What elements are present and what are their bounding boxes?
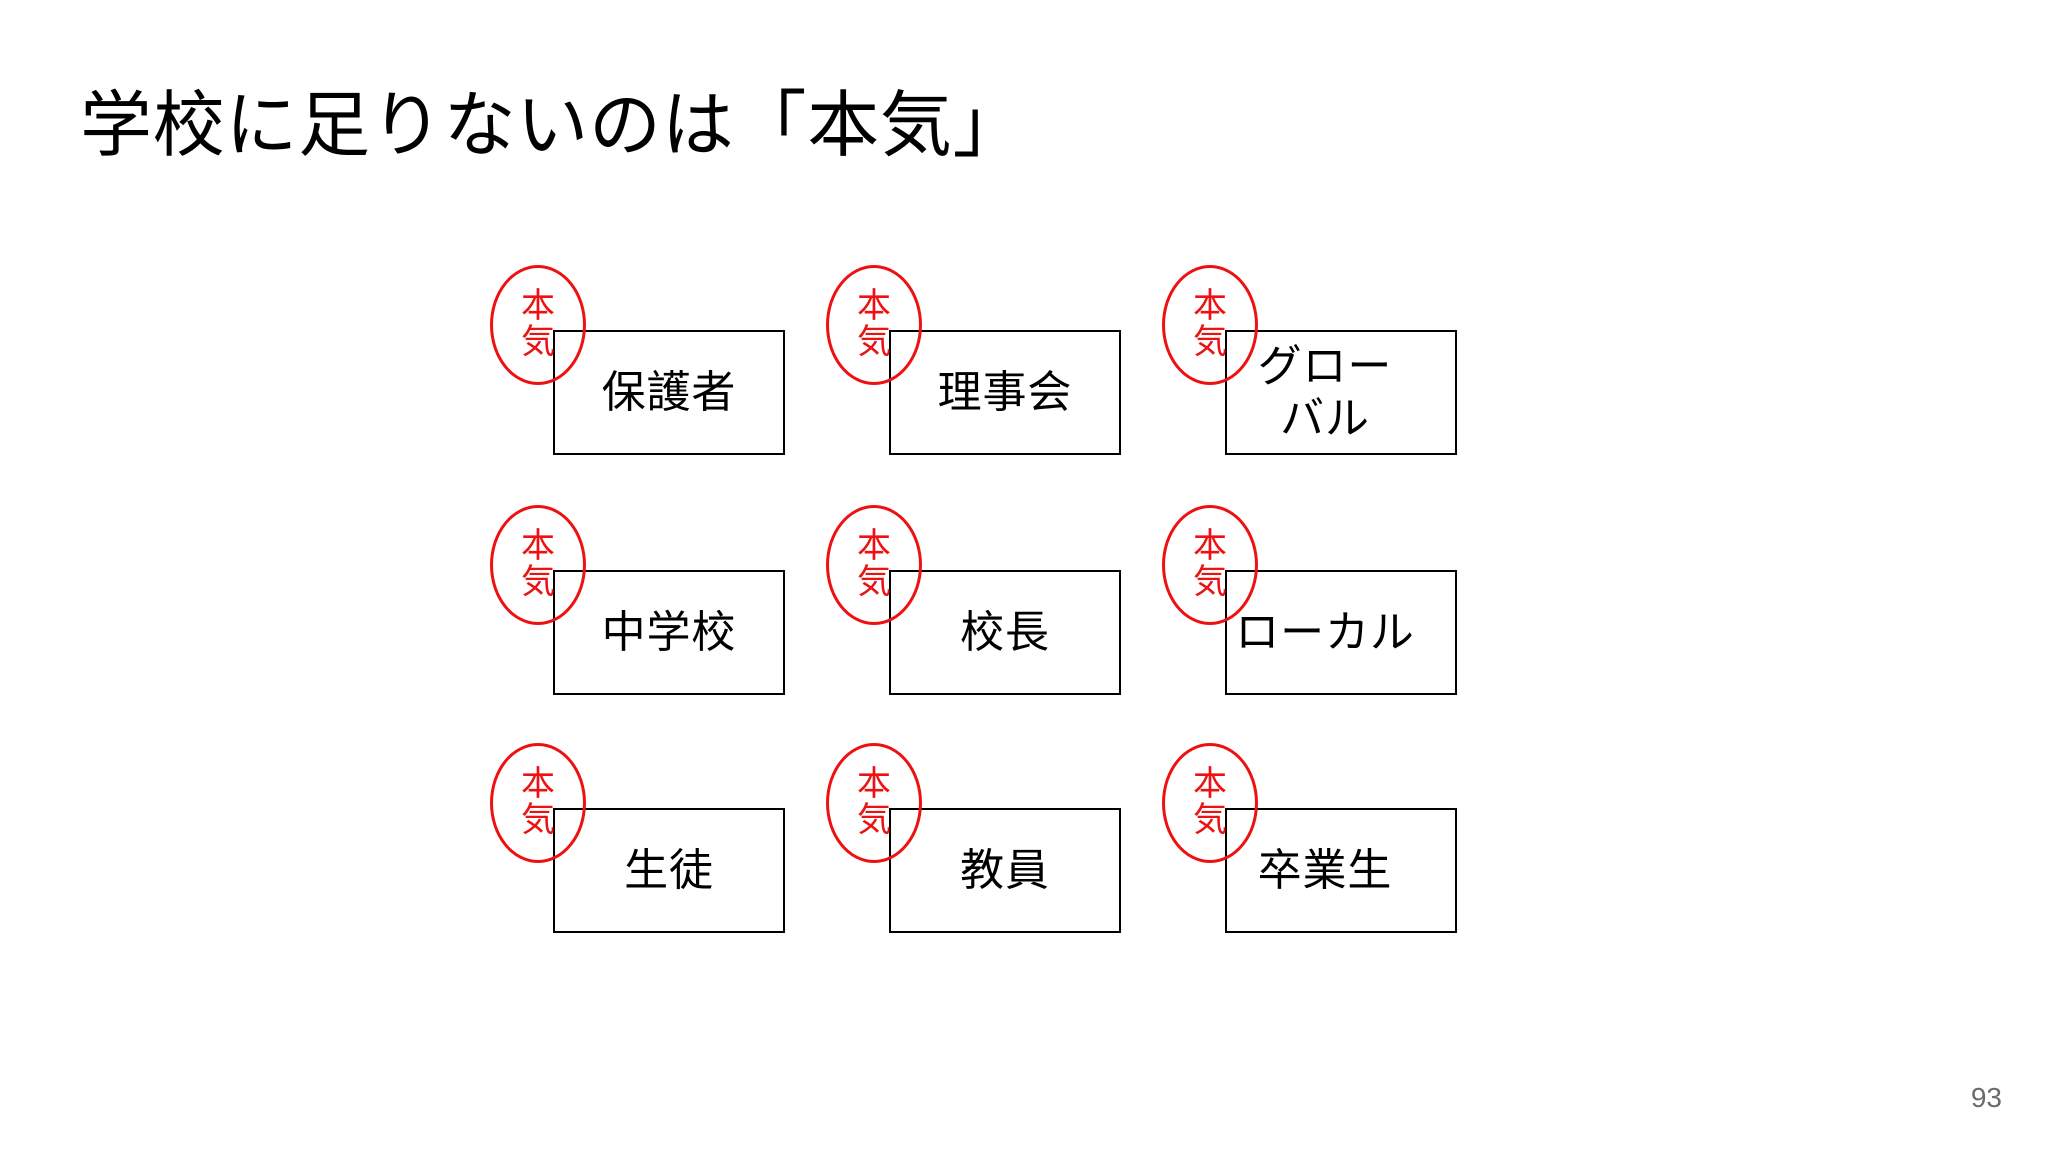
stamp-char-bottom: 気 — [857, 801, 891, 839]
stamp-char-top: 本 — [1193, 527, 1227, 566]
page-number: 93 — [1970, 1082, 2002, 1113]
stakeholder-box[interactable]: 中学校 — [553, 570, 785, 695]
stamp-char-top: 本 — [857, 765, 891, 804]
stakeholder-label: グローバル — [1257, 341, 1393, 443]
honki-stamp-icon: 本 気 — [1162, 743, 1258, 863]
honki-stamp-icon: 本 気 — [490, 743, 586, 863]
stamp-oval-shape — [826, 265, 922, 385]
stamp-char-top: 本 — [1193, 287, 1227, 326]
stamp-oval-shape — [826, 505, 922, 625]
stakeholder-label: 理事会 — [937, 367, 1073, 417]
grid-cell[interactable]: 中学校 本 気 — [490, 505, 785, 695]
page-title: 学校に足りないのは「本気」 — [80, 86, 1026, 166]
stamp-oval-shape — [826, 743, 922, 863]
stamp-text: 本 気 — [1162, 743, 1258, 863]
grid-cell[interactable]: 校長 本 気 — [826, 505, 1121, 695]
grid-cell[interactable]: 卒業生 本 気 — [1162, 743, 1457, 933]
stamp-oval-shape — [490, 743, 586, 863]
stamp-char-bottom: 気 — [1193, 323, 1227, 361]
stamp-text: 本 気 — [1162, 265, 1258, 385]
stamp-oval-shape — [1162, 743, 1258, 863]
stamp-char-bottom: 気 — [857, 563, 891, 601]
grid-cell[interactable]: 教員 本 気 — [826, 743, 1121, 933]
grid-cell[interactable]: グローバル 本 気 — [1162, 265, 1457, 455]
stakeholder-box[interactable]: 保護者 — [553, 330, 785, 455]
stamp-text: 本 気 — [1162, 505, 1258, 625]
stamp-char-top: 本 — [521, 527, 555, 566]
stakeholder-box[interactable]: 生徒 — [553, 808, 785, 933]
grid-cell[interactable]: 理事会 本 気 — [826, 265, 1121, 455]
stamp-text: 本 気 — [490, 743, 586, 863]
stakeholder-grid: 保護者 本 気 理事会 本 気 — [490, 265, 1473, 970]
stamp-text: 本 気 — [826, 743, 922, 863]
stakeholder-box[interactable]: 教員 — [889, 808, 1121, 933]
honki-stamp-icon: 本 気 — [1162, 265, 1258, 385]
honki-stamp-icon: 本 気 — [826, 265, 922, 385]
stamp-char-bottom: 気 — [521, 323, 555, 361]
stamp-char-bottom: 気 — [857, 323, 891, 361]
stamp-char-bottom: 気 — [1193, 801, 1227, 839]
stamp-char-bottom: 気 — [1193, 563, 1227, 601]
stakeholder-label: 教員 — [960, 845, 1050, 895]
stamp-char-top: 本 — [857, 527, 891, 566]
grid-cell[interactable]: ローカル 本 気 — [1162, 505, 1457, 695]
stamp-oval-shape — [490, 265, 586, 385]
stamp-char-top: 本 — [857, 287, 891, 326]
stakeholder-label: ローカル — [1235, 607, 1415, 657]
stamp-text: 本 気 — [826, 505, 922, 625]
stakeholder-box[interactable]: 理事会 — [889, 330, 1121, 455]
stakeholder-label: 校長 — [960, 607, 1050, 657]
honki-stamp-icon: 本 気 — [1162, 505, 1258, 625]
stamp-char-top: 本 — [1193, 765, 1227, 804]
honki-stamp-icon: 本 気 — [490, 505, 586, 625]
stakeholder-label: 生徒 — [624, 845, 714, 895]
stakeholder-label: 中学校 — [601, 607, 737, 657]
stakeholder-label: 保護者 — [601, 367, 737, 417]
stakeholder-box[interactable]: ローカル — [1225, 570, 1457, 695]
stamp-oval-shape — [1162, 505, 1258, 625]
stakeholder-label: 卒業生 — [1257, 845, 1393, 895]
grid-cell[interactable]: 生徒 本 気 — [490, 743, 785, 933]
honki-stamp-icon: 本 気 — [826, 505, 922, 625]
stamp-char-top: 本 — [521, 765, 555, 804]
stamp-oval-shape — [490, 505, 586, 625]
honki-stamp-icon: 本 気 — [826, 743, 922, 863]
stakeholder-box[interactable]: 卒業生 — [1225, 808, 1457, 933]
stamp-text: 本 気 — [490, 505, 586, 625]
honki-stamp-icon: 本 気 — [490, 265, 586, 385]
stamp-char-bottom: 気 — [521, 563, 555, 601]
stamp-char-bottom: 気 — [521, 801, 555, 839]
stamp-text: 本 気 — [490, 265, 586, 385]
stamp-oval-shape — [1162, 265, 1258, 385]
stamp-char-top: 本 — [521, 287, 555, 326]
stamp-text: 本 気 — [826, 265, 922, 385]
grid-cell[interactable]: 保護者 本 気 — [490, 265, 785, 455]
stakeholder-box[interactable]: グローバル — [1225, 330, 1457, 455]
stakeholder-box[interactable]: 校長 — [889, 570, 1121, 695]
